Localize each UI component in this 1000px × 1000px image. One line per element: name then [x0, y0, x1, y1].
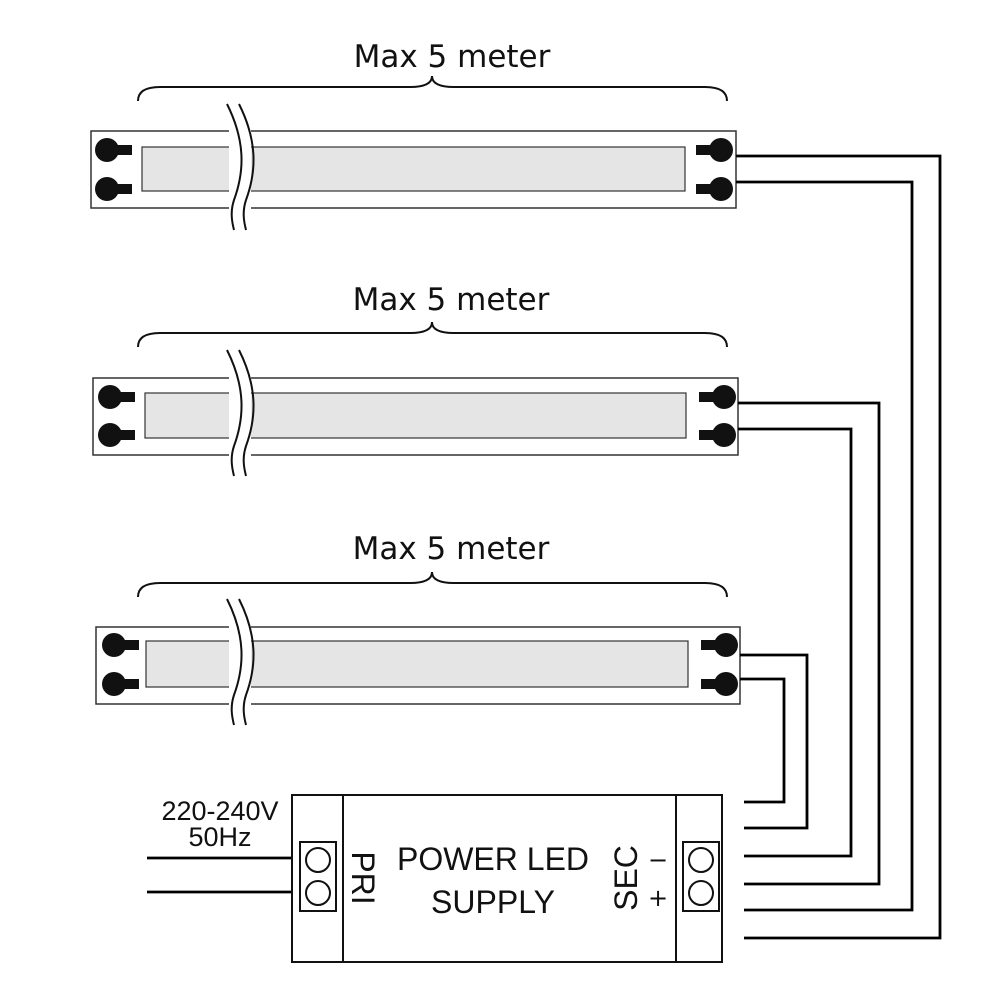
wire-strip-1-top	[736, 154, 942, 940]
wire-strip-2-bottom	[738, 427, 853, 858]
strip-1-cut-mark	[226, 103, 255, 231]
strip-1-length-brace	[137, 75, 728, 102]
primary-terminal-block	[299, 841, 337, 912]
wire-strip-2-top	[738, 401, 881, 886]
strip-2-left-solder-pads	[98, 385, 135, 447]
secondary-label: SEC	[608, 845, 644, 911]
wire-strip-1-bottom	[736, 180, 914, 912]
wire-strip-3-bottom	[740, 677, 786, 804]
secondary-plus-sign: +	[648, 884, 668, 912]
strip-3-right-solder-pads	[701, 633, 738, 696]
strip-3-left-solder-pads	[102, 633, 139, 696]
strip-3-led-area	[145, 640, 689, 688]
led-strip-2: Max 5 meter	[92, 282, 739, 477]
power-supply-title-line2: SUPPLY	[431, 884, 555, 920]
strip-2-right-solder-pads	[699, 385, 736, 447]
led-strip-3: Max 5 meter	[95, 531, 741, 726]
strip-1-left-solder-pads	[95, 138, 132, 201]
input-voltage-label: 220-240V	[161, 796, 278, 826]
led-strip-1: Max 5 meter	[90, 39, 737, 231]
strip-2-length-brace	[137, 321, 728, 348]
primary-label: PRI	[345, 851, 381, 904]
secondary-minus-sign: −	[648, 846, 668, 874]
strip-2-led-area	[144, 392, 687, 439]
strip-3-length-label: Max 5 meter	[353, 531, 550, 567]
mains-input: 220-240V 50Hz	[147, 796, 303, 894]
strip-1-led-area	[141, 146, 686, 192]
strip-1-length-label: Max 5 meter	[354, 39, 551, 75]
power-supply-title-line1: POWER LED	[397, 841, 589, 877]
power-supply-housing	[291, 794, 723, 963]
strip-1-right-solder-pads	[696, 138, 733, 201]
strip-3-length-brace	[137, 571, 728, 598]
output-wires	[736, 154, 942, 940]
strip-3-cut-mark	[226, 598, 255, 726]
wire-strip-3-top	[740, 653, 809, 830]
power-led-supply: PRI POWER LED SUPPLY SEC − +	[291, 794, 723, 963]
strip-2-length-label: Max 5 meter	[353, 282, 550, 318]
input-frequency-label: 50Hz	[188, 822, 251, 852]
secondary-terminal-block	[682, 841, 720, 912]
strip-2-cut-mark	[226, 349, 255, 477]
